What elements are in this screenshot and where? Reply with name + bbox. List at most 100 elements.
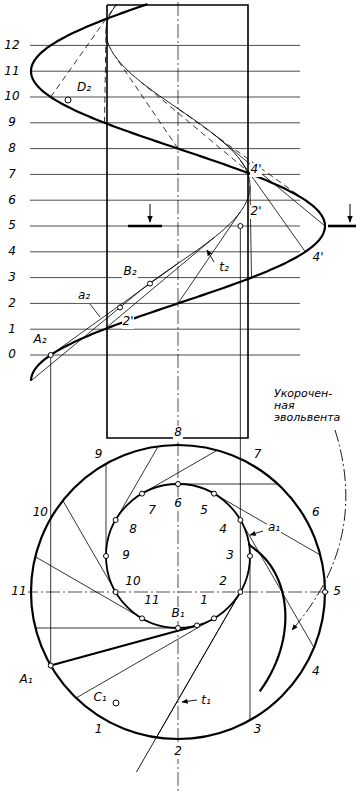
level-number: 12 <box>3 39 20 52</box>
point-number: 10 <box>124 575 141 588</box>
point-marker <box>104 554 109 559</box>
point-label: D₂ <box>76 81 92 94</box>
shortened-involute <box>249 543 285 691</box>
note-leader <box>292 430 346 630</box>
level-line <box>30 277 300 278</box>
generator-line <box>51 5 116 97</box>
line-label: a₂ <box>77 289 91 302</box>
tangent-t1 <box>136 592 240 772</box>
point-marker <box>113 518 118 523</box>
generator-line <box>105 31 107 123</box>
tangent-line <box>214 494 320 555</box>
generator-line <box>214 134 325 226</box>
point-number: 5 <box>332 585 342 598</box>
tangent-line <box>35 557 142 619</box>
generator-line <box>51 263 178 355</box>
projection-line <box>240 229 241 589</box>
tangent-line <box>240 520 314 648</box>
point-marker <box>323 590 328 595</box>
level-line <box>30 251 300 252</box>
tangent-line <box>63 501 116 592</box>
level-number: 0 <box>7 348 17 361</box>
point-number: 9 <box>121 549 131 562</box>
point-number: 6 <box>311 506 321 519</box>
point-number: 1 <box>199 594 209 607</box>
point-marker <box>140 616 145 621</box>
point-marker <box>118 305 123 310</box>
point-number: 11 <box>10 585 27 598</box>
point-marker <box>212 491 217 496</box>
level-number: 4 <box>7 245 17 258</box>
center-line <box>178 2 179 792</box>
projection-line <box>50 358 51 663</box>
level-number: 8 <box>7 142 17 155</box>
point-marker <box>238 518 243 523</box>
point-label: 2' <box>250 205 263 218</box>
level-line <box>30 355 300 356</box>
tangent-line <box>178 484 278 485</box>
generator-line <box>250 186 252 278</box>
point-label: C₁ <box>92 691 107 704</box>
tangent-line <box>116 446 159 520</box>
point-marker <box>113 700 119 706</box>
point-label: 2' <box>122 315 135 328</box>
outer-circle <box>31 445 325 739</box>
point-marker <box>48 353 53 358</box>
level-number: 1 <box>7 323 17 336</box>
point-number: 3 <box>253 723 263 736</box>
leader-arrow <box>250 531 263 535</box>
generator-line <box>178 109 305 201</box>
point-label: 4' <box>250 163 263 176</box>
level-line <box>30 122 300 123</box>
cylinder-outline <box>107 5 248 438</box>
tangent-line <box>35 628 178 629</box>
point-marker <box>195 623 200 628</box>
generator-line <box>240 160 305 252</box>
point-number: 4 <box>218 523 228 536</box>
leader-line <box>90 304 100 317</box>
tangent-line <box>106 464 107 556</box>
point-number: 7 <box>253 448 263 461</box>
point-label: B₁ <box>170 607 185 620</box>
level-line <box>30 45 300 46</box>
point-marker <box>238 224 243 229</box>
generator-line <box>105 238 215 330</box>
line-label: t₂ <box>218 261 230 274</box>
generator-line <box>142 83 252 175</box>
point-number: 6 <box>173 497 183 510</box>
point-number: 1 <box>94 723 104 736</box>
point-marker <box>148 281 153 286</box>
point-number: 3 <box>225 549 235 562</box>
point-label: A₁ <box>18 673 33 686</box>
core-circle <box>106 484 250 628</box>
outer-helix <box>31 4 325 381</box>
point-marker <box>248 554 253 559</box>
level-number: 6 <box>7 194 17 207</box>
point-number: 2 <box>173 745 183 758</box>
point-marker <box>48 663 53 668</box>
level-line <box>30 97 300 98</box>
level-line <box>30 71 300 72</box>
point-marker <box>238 590 243 595</box>
generator-line <box>116 57 178 149</box>
point-marker <box>176 482 181 487</box>
line-label: t₁ <box>200 694 212 707</box>
point-label: 4' <box>312 251 325 264</box>
point-label: A₂ <box>32 333 47 346</box>
point-number: 10 <box>32 506 49 519</box>
level-line <box>30 303 300 304</box>
point-marker <box>113 590 118 595</box>
tangent-line <box>250 556 251 720</box>
level-number: 7 <box>7 168 17 181</box>
point-number: 9 <box>94 448 104 461</box>
point-number: 11 <box>143 594 160 607</box>
leader-arrow <box>207 250 214 262</box>
tangent-a1 <box>51 625 197 665</box>
level-number: 11 <box>3 65 20 78</box>
level-line <box>30 148 300 149</box>
generator-line <box>178 212 240 304</box>
point-marker <box>212 616 217 621</box>
point-number: 2 <box>218 575 228 588</box>
level-number: 10 <box>3 90 20 103</box>
section-mark <box>128 225 162 228</box>
